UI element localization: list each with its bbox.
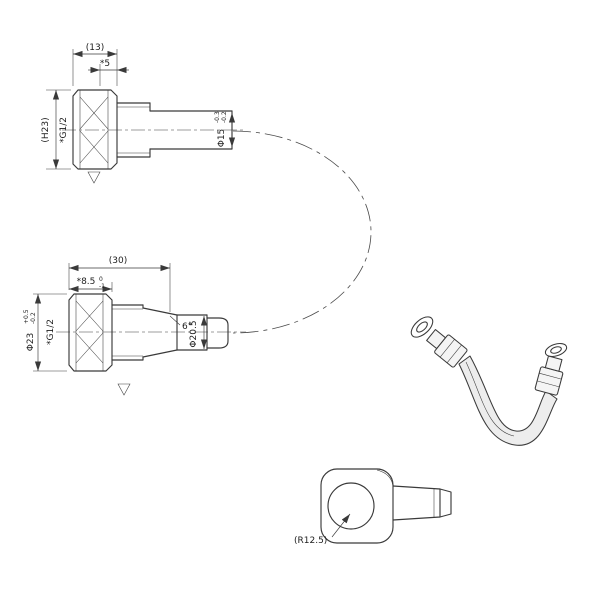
dim-phi205-label: Φ20.5 [189, 320, 199, 347]
top-fitting-body [72, 89, 233, 170]
surface-finish-triangle-icon [117, 383, 131, 396]
hose-shading-line [465, 361, 515, 437]
top-view: (13) *5 (H23) *G1/2 Φ15 -0.3 -0.2 [41, 43, 246, 184]
knurl-hatch [75, 300, 104, 364]
hose-nut-left [426, 329, 468, 368]
dim-85-tol-lower: -1 [99, 283, 105, 290]
dim-angle-label: 6° [182, 322, 192, 332]
dim-5-label: *5 [100, 59, 110, 69]
middle-view: (30) *8.5 0 -1 Φ23 +0.5 -0.2 *G1/2 6° [23, 256, 246, 396]
dim-phi23-tol-upper: +0.5 [23, 309, 30, 324]
elbow-blend-curve [376, 469, 394, 488]
dim-phi15-tol-upper: -0.3 [214, 111, 221, 123]
hose-centerline-arc [232, 130, 372, 334]
dim-h23-label: (H23) [41, 117, 51, 142]
dim-r125-label: (R12.5) [294, 536, 327, 546]
washer-icon [410, 316, 434, 338]
washer-icon [544, 342, 568, 358]
top-dimensions: (13) *5 (H23) *G1/2 Φ15 -0.3 -0.2 [41, 43, 236, 170]
hose-nut-right [534, 355, 564, 396]
elbow-stub [392, 485, 441, 521]
elbow-stub-cap [439, 488, 452, 518]
dim-85-label: *8.5 [77, 277, 96, 287]
middle-fitting-body [68, 293, 229, 372]
dim-g12-top-label: *G1/2 [59, 117, 69, 143]
dim-85-tol-upper: 0 [99, 276, 103, 283]
knurl-hatch [79, 96, 109, 164]
dim-30-label: (30) [109, 256, 127, 266]
dim-g12-mid-label: *G1/2 [46, 319, 56, 345]
dim-phi23-label: Φ23 [26, 333, 36, 352]
surface-finish-triangle-icon [87, 171, 101, 184]
hose-3d-view [410, 316, 568, 446]
dim-phi23-tol-lower: -0.2 [30, 312, 37, 324]
middle-dimensions: (30) *8.5 0 -1 Φ23 +0.5 -0.2 *G1/2 6° [23, 256, 208, 372]
elbow-body [320, 468, 394, 544]
flexible-hose-body [458, 355, 558, 446]
elbow-bore-circle [327, 482, 375, 530]
dim-phi15-tol-lower: -0.2 [221, 111, 228, 123]
dim-phi15-label: Φ15 [217, 129, 227, 148]
dim-13-label: (13) [86, 43, 104, 53]
elbow-view: (R12.5) [294, 468, 452, 546]
